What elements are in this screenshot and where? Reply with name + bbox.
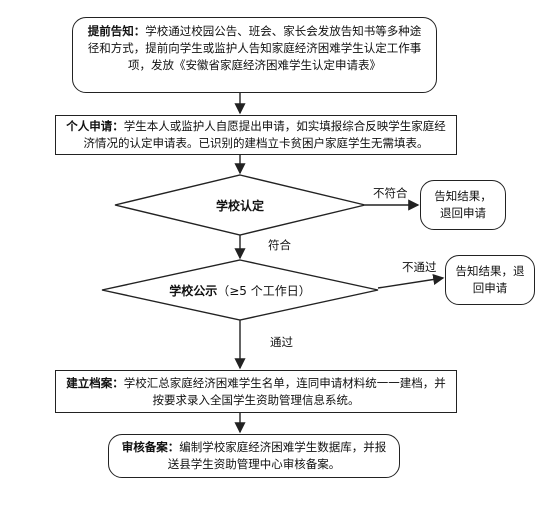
step-archive: 建立档案：学校汇总家庭经济困难学生名单，连同申请材料统一一建档，并按要求录入全国… <box>55 370 457 413</box>
decision-school-public-note: （≥5 个工作日） <box>217 283 311 298</box>
decision-school-review-text: 学校认定 <box>215 198 264 213</box>
decision-school-public-text: 学校公示 <box>169 283 218 298</box>
step-record-title: 审核备案： <box>121 440 180 454</box>
step-record: 审核备案：编制学校家庭经济困难学生数据库，并报送县学生资助管理中心审核备案。 <box>108 434 400 478</box>
step-record-text: 编制学校家庭经济困难学生数据库，并报送县学生资助管理中心审核备案。 <box>167 440 387 471</box>
step-notice-title: 提前告知： <box>87 24 146 38</box>
edge-label-not-match: 不符合 <box>373 186 408 200</box>
edge-label-match: 符合 <box>268 238 291 252</box>
side-reject-1-text: 告知结果，退回申请 <box>434 189 492 220</box>
decision-school-review-label: 学校认定 <box>140 195 340 215</box>
arrow-public-reject <box>377 273 445 289</box>
side-reject-2-text: 告知结果，退回申请 <box>455 264 525 295</box>
side-reject-1: 告知结果，退回申请 <box>420 180 506 230</box>
step-apply: 个人申请：学生本人或监护人自愿提出申请，如实填报综合反映学生家庭经济情况的认定申… <box>55 115 457 155</box>
edge-label-pass: 通过 <box>270 335 293 349</box>
edge-label-not-pass: 不通过 <box>402 260 437 274</box>
step-archive-title: 建立档案： <box>66 376 124 390</box>
step-notice: 提前告知：学校通过校园公告、班会、家长会发放告知书等多种途径和方式，提前向学生或… <box>72 17 437 93</box>
side-reject-2: 告知结果，退回申请 <box>445 255 535 305</box>
step-apply-title: 个人申请： <box>66 119 124 133</box>
step-archive-text: 学校汇总家庭经济困难学生名单，连同申请材料统一一建档，并按要求录入全国学生资助管… <box>123 376 446 407</box>
step-apply-text: 学生本人或监护人自愿提出申请，如实填报综合反映学生家庭经济情况的认定申请表。已识… <box>83 119 446 150</box>
decision-school-public-label: 学校公示（≥5 个工作日） <box>140 280 340 300</box>
step-notice-text: 学校通过校园公告、班会、家长会发放告知书等多种途径和方式，提前向学生或监护人告知… <box>87 24 422 72</box>
